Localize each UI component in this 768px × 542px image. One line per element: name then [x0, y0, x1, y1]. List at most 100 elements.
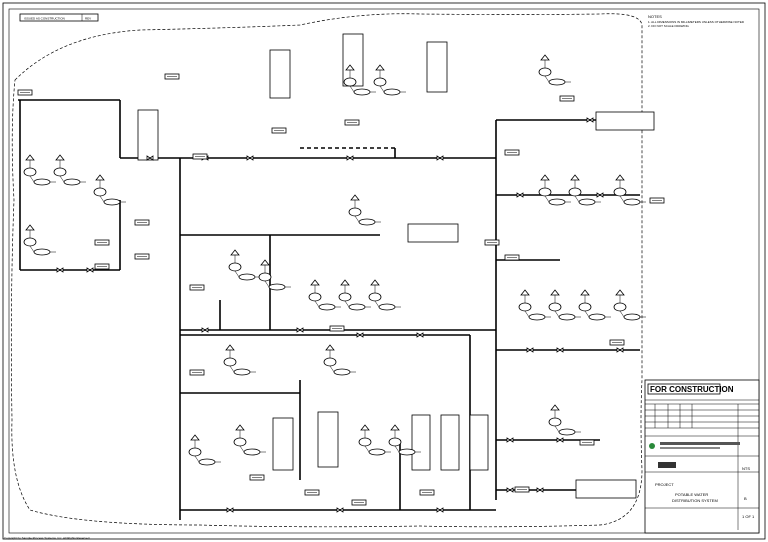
gate-valve-icon: [616, 347, 624, 353]
valves: [56, 117, 624, 513]
gate-valve-icon: [246, 155, 254, 161]
line-tag-box: [94, 239, 110, 246]
eyewash-station-icon: [548, 404, 581, 436]
eyewash-station-icon: [373, 64, 406, 96]
line-tag-box: [192, 153, 208, 160]
gate-valve-icon: [556, 437, 564, 443]
gate-valve-icon: [586, 117, 594, 123]
line-tag-box: [189, 369, 205, 376]
line-tag-box: [344, 119, 360, 126]
for-construction-label: FOR CONSTRUCTION: [650, 385, 734, 394]
revision-cloud: [10, 13, 643, 528]
gate-valve-icon: [536, 487, 544, 493]
notes-line-1: 1. ALL DIMENSIONS IN MILLIMETERS UNLESS …: [648, 20, 745, 24]
gate-valve-icon: [436, 155, 444, 161]
eyewash-station-icon: [338, 279, 371, 311]
line-tag-box: [514, 486, 530, 493]
gate-valve-icon: [596, 192, 604, 198]
eyewash-station-icon: [388, 424, 421, 456]
line-tag-box: [304, 489, 320, 496]
eyewash-station-icon: [93, 174, 126, 206]
eyewash-station-icon: [258, 259, 291, 291]
gate-valve-icon: [201, 327, 209, 333]
revision-value: B: [744, 496, 747, 501]
line-tag-box: [189, 284, 205, 291]
issue-box-rev: REV: [85, 17, 91, 21]
eyewash-station-icon: [343, 64, 376, 96]
eyewash-station-icon: [358, 424, 391, 456]
eyewash-station-icon: [368, 279, 401, 311]
eyewash-station-icon: [323, 344, 356, 376]
eyewash-station-icon: [228, 249, 261, 281]
line-tag-box: [271, 127, 287, 134]
gate-valve-icon: [336, 507, 344, 513]
line-tag-box: [504, 149, 520, 156]
line-tag-box: [134, 219, 150, 226]
line-tag-box: [579, 439, 595, 446]
gate-valve-icon: [506, 487, 514, 493]
eyewash-station-icon: [223, 344, 256, 376]
eyewash-station-icon: [613, 174, 646, 206]
issue-box-label: ISSUED AS CONSTRUCTION: [24, 17, 65, 21]
issue-box: [19, 13, 99, 22]
line-tag-box: [94, 263, 110, 270]
eyewash-station-icon: [23, 154, 56, 186]
line-tag-box: [419, 489, 435, 496]
title-block: FOR CONSTRUCTION PROJECT POTABLE WATER D…: [644, 379, 760, 534]
gate-valve-icon: [146, 155, 154, 161]
gate-valve-icon: [436, 507, 444, 513]
inner-frame: [8, 8, 760, 534]
eyewash-station-icon: [538, 174, 571, 206]
gate-valve-icon: [356, 332, 364, 338]
notes-line-2: 2. DO NOT SCALE DRAWING: [648, 24, 690, 28]
line-tag-box: [249, 474, 265, 481]
drawing-title-line-2: DISTRIBUTION SYSTEM: [672, 498, 718, 503]
gate-valve-icon: [506, 437, 514, 443]
line-tag-box: [17, 89, 33, 96]
water-heaters: [137, 33, 655, 499]
equipment: [23, 54, 646, 466]
copyright-text: Copyright by Sample Process Systems, Inc…: [4, 536, 90, 540]
eyewash-station-icon: [233, 424, 266, 456]
eyewash-station-icon: [188, 434, 221, 466]
eyewash-station-icon: [23, 224, 56, 256]
eyewash-station-icon: [308, 279, 341, 311]
gate-valve-icon: [416, 332, 424, 338]
eyewash-station-icon: [548, 289, 581, 321]
gate-valve-icon: [56, 267, 64, 273]
line-tag-box: [351, 499, 367, 506]
drawing-title-line-1: POTABLE WATER: [675, 492, 708, 497]
gate-valve-icon: [346, 155, 354, 161]
eyewash-station-icon: [568, 174, 601, 206]
gate-valve-icon: [526, 347, 534, 353]
gate-valve-icon: [556, 347, 564, 353]
gate-valve-icon: [226, 507, 234, 513]
eyewash-station-icon: [578, 289, 611, 321]
eyewash-station-icon: [53, 154, 86, 186]
company-logo-icon: [649, 443, 655, 449]
gate-valve-icon: [296, 327, 304, 333]
notes-title: NOTES: [648, 14, 662, 19]
scale-value: NTS: [742, 466, 750, 471]
eyewash-station-icon: [348, 194, 381, 226]
vendor-logo-icon: [658, 462, 676, 468]
eyewash-station-icon: [613, 289, 646, 321]
line-tag-box: [504, 254, 520, 261]
tag-boxes: [17, 73, 665, 506]
gate-valve-icon: [86, 267, 94, 273]
eyewash-station-icon: [538, 54, 571, 86]
line-tag-box: [164, 73, 180, 80]
line-tag-box: [609, 339, 625, 346]
eyewash-station-icon: [518, 289, 551, 321]
line-tag-box: [329, 325, 345, 332]
line-tag-box: [134, 253, 150, 260]
sheet-value: 1 OF 1: [742, 514, 755, 519]
line-tag-box: [649, 197, 665, 204]
line-tag-box: [559, 95, 575, 102]
project-label: PROJECT: [655, 482, 674, 487]
line-tag-box: [484, 239, 500, 246]
gate-valve-icon: [516, 192, 524, 198]
